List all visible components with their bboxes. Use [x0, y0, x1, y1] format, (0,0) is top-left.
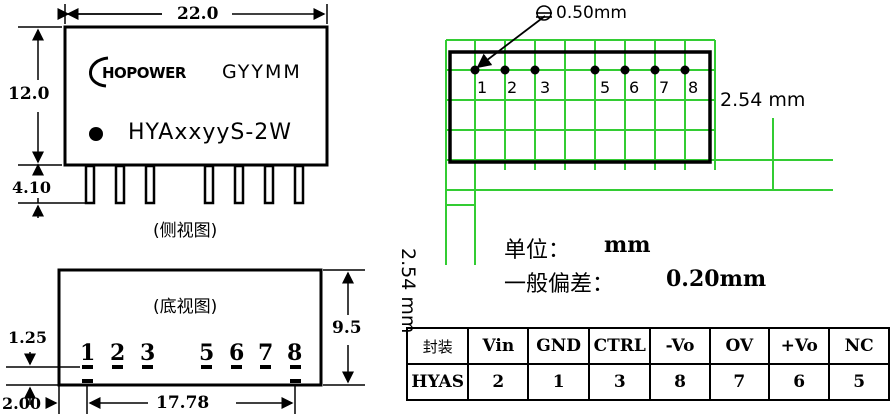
- bottom-pin-label-7: 7: [258, 340, 274, 366]
- date-code: GYYMM: [222, 61, 302, 83]
- table-cell: 1: [527, 363, 591, 401]
- table-header-cell: NC: [828, 327, 890, 365]
- model-number: HYAxxyyS-2W: [128, 120, 293, 145]
- table-cell: 5: [828, 363, 890, 401]
- tolerance-value: 0.20mm: [666, 266, 767, 292]
- bottom-view-body: [57, 268, 323, 387]
- side-view-body: [63, 25, 329, 167]
- footprint-outline: [448, 50, 712, 164]
- unit-label: 单位：: [504, 238, 571, 263]
- pin-function-table: 封装 Vin GND CTRL -Vo OV +Vo NC HYAS 2 1 3…: [405, 327, 890, 401]
- side-view: [18, 4, 329, 218]
- diameter-leader: [476, 15, 546, 69]
- brand-name: HOPOWER: [102, 64, 186, 82]
- brand-logo-swoosh: [89, 56, 109, 88]
- footprint-pin-label-5: 5: [600, 78, 611, 97]
- bottom-pin-label-2: 2: [110, 340, 126, 366]
- table-header-cell: GND: [527, 327, 591, 365]
- bottom-view: [6, 268, 365, 414]
- footprint-pin-label-8: 8: [688, 78, 699, 97]
- bottom-pin-label-5: 5: [199, 340, 215, 366]
- footprint-pin-label-3: 3: [540, 78, 551, 97]
- pin-span-dimension: 17.78: [156, 393, 210, 413]
- table-cell: 2: [467, 363, 530, 401]
- bottom-view-caption: (底视图): [153, 297, 218, 317]
- unit-value: mm: [604, 232, 651, 258]
- pin-offset-dimension: 1.25: [8, 328, 47, 347]
- side-pin-length-dimension: 4.10: [12, 178, 51, 197]
- bottom-pin-label-3: 3: [140, 340, 156, 366]
- table-cell: 6: [768, 363, 831, 401]
- footprint-grid: [445, 39, 833, 265]
- footprint-pin-label-7: 7: [659, 78, 670, 97]
- table-header-row: 封装 Vin GND CTRL -Vo OV +Vo NC: [405, 327, 890, 365]
- table-cell: HYAS: [405, 363, 470, 401]
- side-height-dimension: 12.0: [8, 84, 50, 104]
- table-cell: 7: [708, 363, 771, 401]
- bottom-pin-label-8: 8: [287, 340, 303, 366]
- side-view-pins: [84, 164, 305, 205]
- table-cell: 3: [588, 363, 652, 401]
- table-header-cell: 封装: [405, 327, 470, 365]
- table-header-cell: -Vo: [649, 327, 711, 365]
- side-view-caption: (侧视图): [153, 221, 218, 241]
- bottom-view-pin-marks: [82, 365, 301, 383]
- footprint-pin-label-6: 6: [629, 78, 640, 97]
- pin1-marker-dot: [89, 127, 103, 141]
- table-header-cell: Vin: [467, 327, 530, 365]
- table-header-cell: OV: [708, 327, 771, 365]
- pin-diameter-label: 0.50mm: [556, 3, 627, 23]
- footprint-pin-label-2: 2: [507, 78, 518, 97]
- footprint-pin-label-1: 1: [477, 78, 488, 97]
- tolerance-label: 一般偏差：: [504, 272, 615, 297]
- horizontal-pitch-label: 2.54 mm: [720, 89, 806, 111]
- bottom-height-dimension: 9.5: [332, 318, 362, 338]
- table-header-cell: +Vo: [768, 327, 831, 365]
- edge-dimension: 2.00: [2, 394, 41, 413]
- vertical-pitch-label: 2.54 mm: [397, 248, 419, 334]
- bottom-pin-label-6: 6: [229, 340, 245, 366]
- table-row: HYAS 2 1 3 8 7 6 5: [405, 363, 890, 401]
- bottom-pin-label-1: 1: [80, 340, 96, 366]
- side-width-dimension: 22.0: [177, 4, 219, 24]
- table-header-cell: CTRL: [588, 327, 652, 365]
- table-cell: 8: [649, 363, 711, 401]
- diameter-symbol-icon: [536, 5, 552, 21]
